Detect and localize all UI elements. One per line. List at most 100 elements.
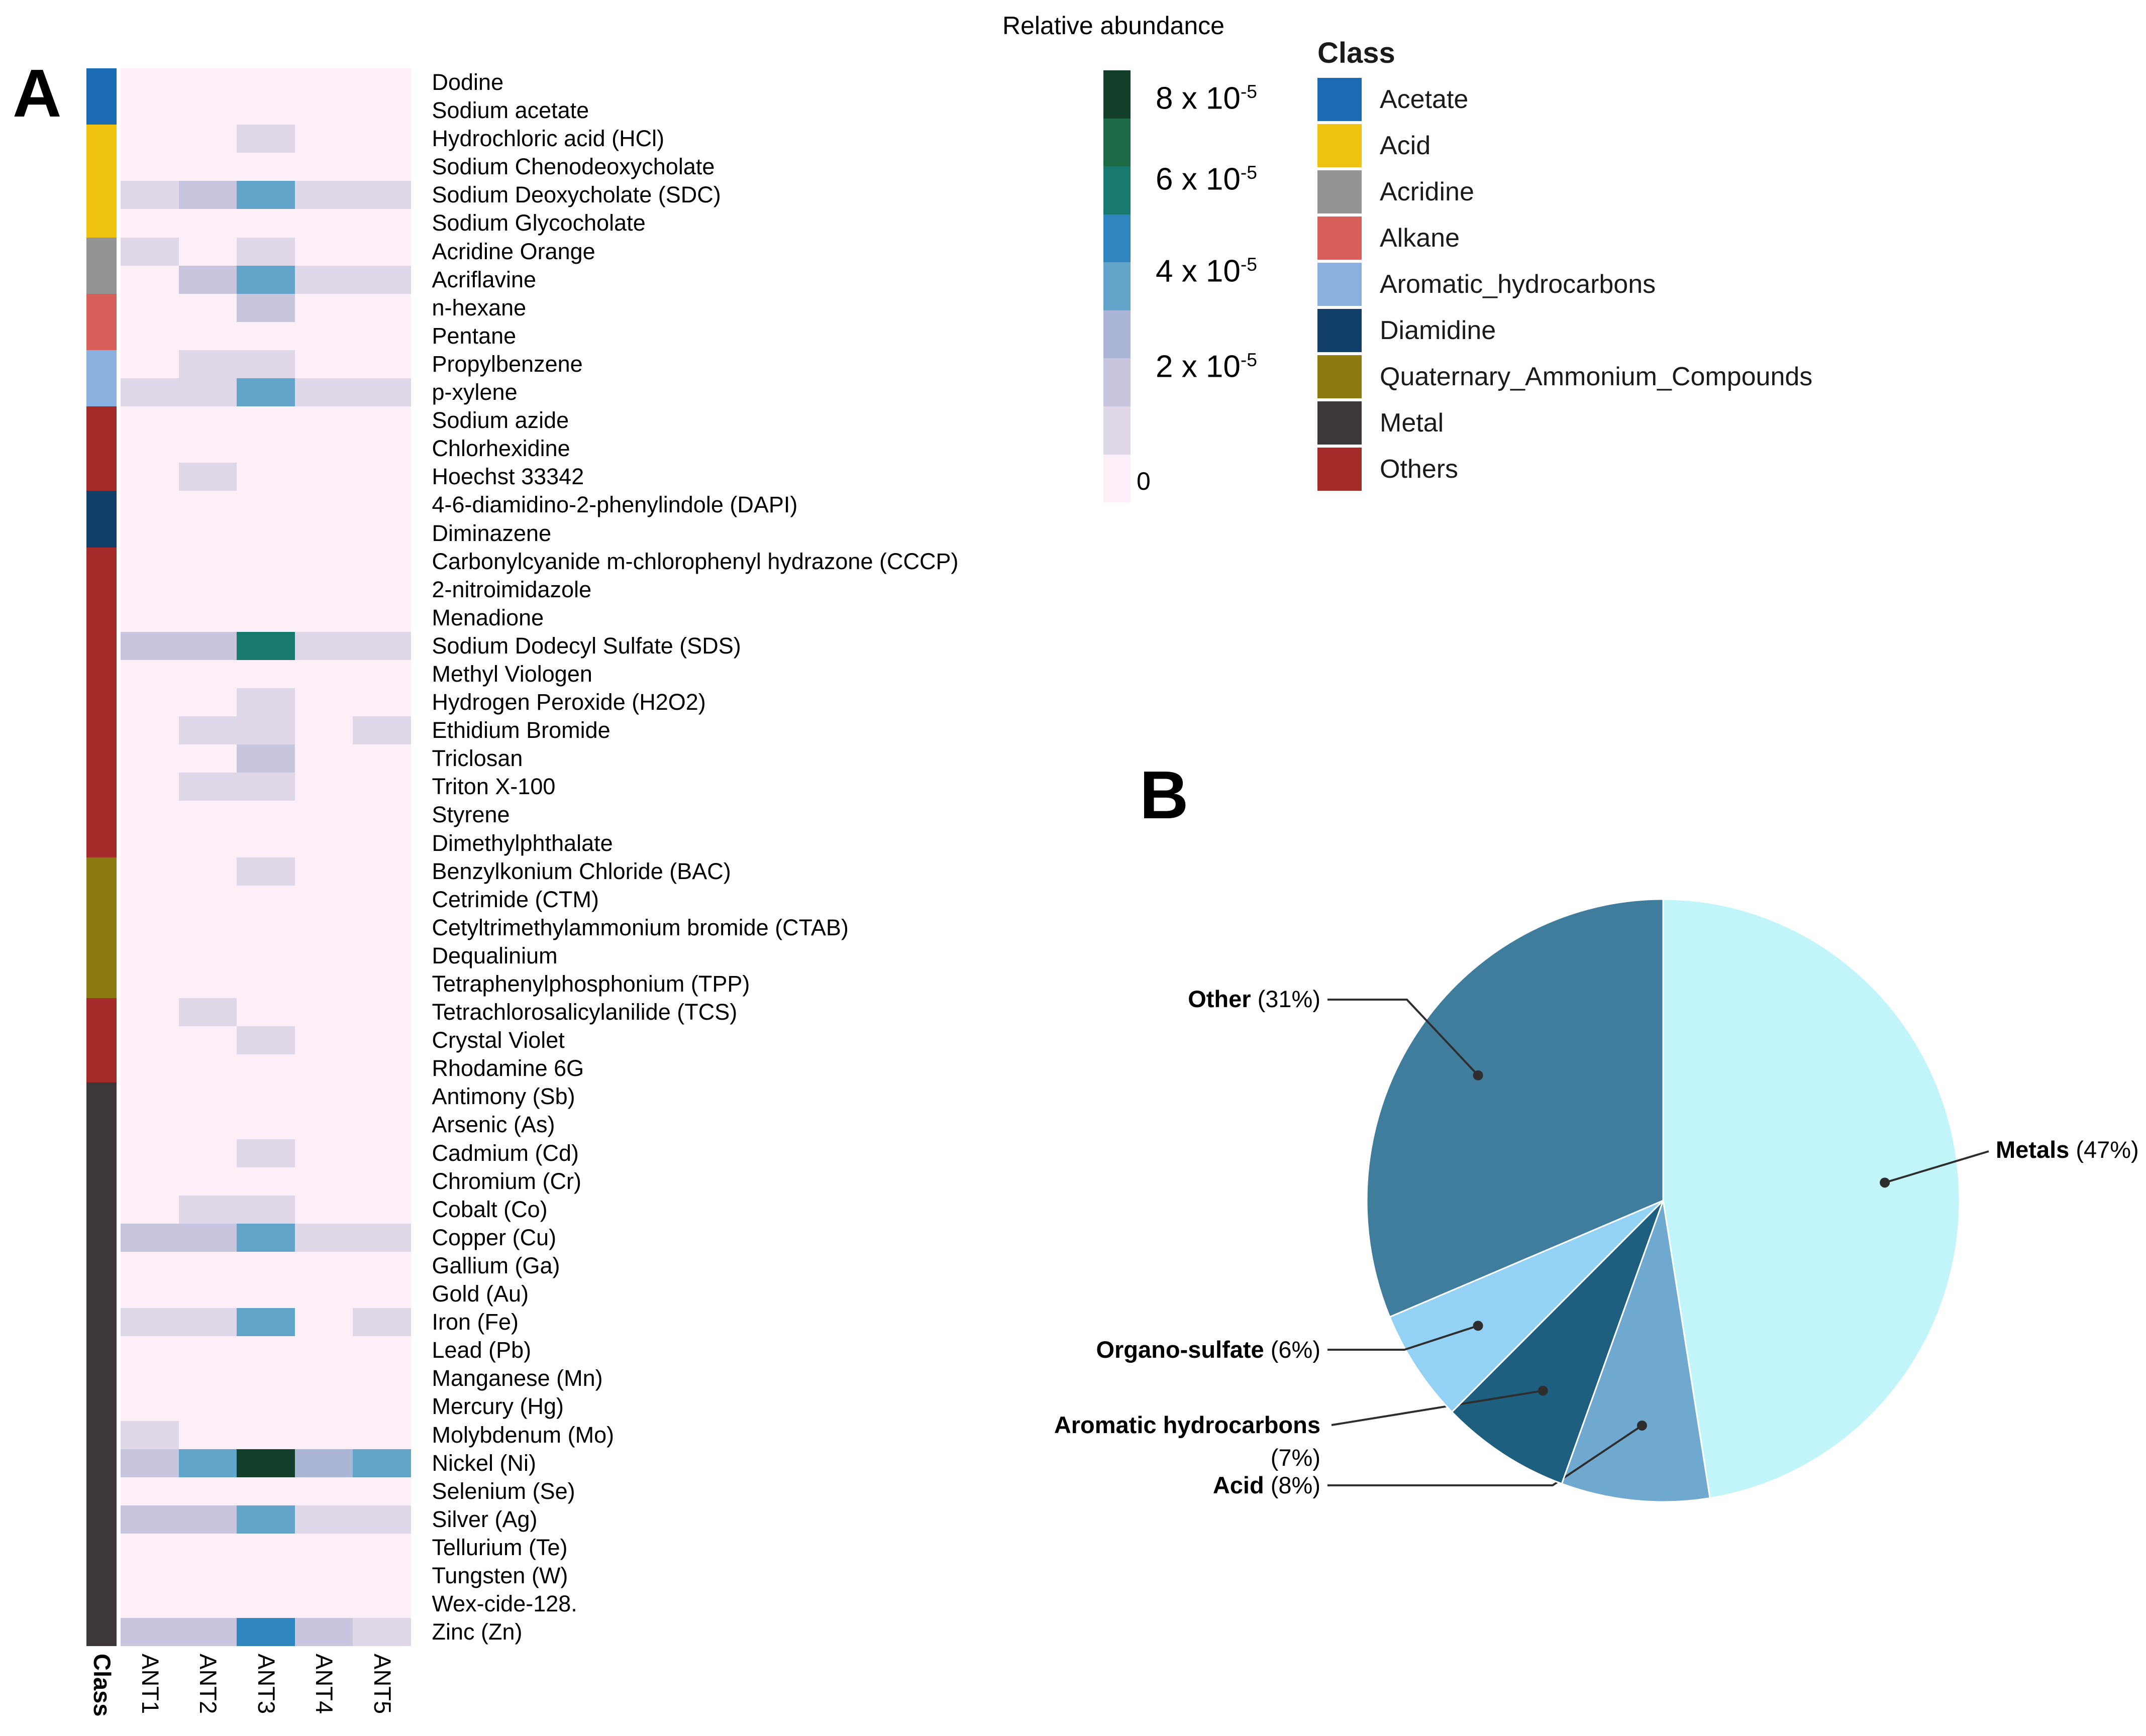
row-class-swatch bbox=[86, 773, 117, 801]
heatmap-row: Gallium (Ga) bbox=[86, 1251, 958, 1280]
heatmap-cell bbox=[237, 209, 295, 238]
heatmap-cell bbox=[294, 435, 353, 463]
heatmap-row: Cobalt (Co) bbox=[86, 1195, 958, 1224]
heatmap-row: Carbonylcyanide m-chlorophenyl hydrazone… bbox=[86, 547, 958, 576]
row-class-swatch bbox=[86, 1167, 117, 1196]
colorbar-segment bbox=[1103, 262, 1131, 310]
heatmap-cell bbox=[121, 885, 179, 914]
heatmap-cell bbox=[121, 1251, 179, 1280]
heatmap-cell bbox=[237, 1533, 295, 1562]
heatmap-cell bbox=[294, 1280, 353, 1309]
heatmap-cell bbox=[178, 1308, 237, 1337]
heatmap-cell bbox=[294, 519, 353, 548]
heatmap-cell bbox=[121, 631, 179, 660]
heatmap-cell bbox=[294, 237, 353, 266]
legend-swatch bbox=[1317, 401, 1362, 445]
heatmap-cell bbox=[121, 1280, 179, 1309]
heatmap-row: Iron (Fe) bbox=[86, 1308, 958, 1337]
pie-leader-dot bbox=[1473, 1321, 1483, 1331]
row-label: Triton X-100 bbox=[432, 774, 556, 800]
heatmap-cell bbox=[121, 1026, 179, 1055]
heatmap-cell bbox=[237, 1026, 295, 1055]
row-class-swatch bbox=[86, 744, 117, 773]
heatmap-row: Tellurium (Te) bbox=[86, 1533, 958, 1562]
row-label: Iron (Fe) bbox=[432, 1309, 519, 1335]
row-label: Nickel (Ni) bbox=[432, 1450, 537, 1476]
legend-item: Quaternary_Ammonium_Compounds bbox=[1317, 354, 1812, 400]
pie-leader-line bbox=[1327, 1425, 1643, 1486]
row-class-swatch bbox=[86, 1111, 117, 1139]
row-label: Gold (Au) bbox=[432, 1281, 529, 1307]
heatmap-cell bbox=[353, 547, 411, 576]
row-label: Mercury (Hg) bbox=[432, 1393, 564, 1420]
legend-swatch bbox=[1317, 263, 1362, 306]
heatmap-cell bbox=[237, 125, 295, 153]
heatmap-cell bbox=[237, 1590, 295, 1618]
row-class-swatch bbox=[86, 998, 117, 1027]
heatmap-cell bbox=[353, 1449, 411, 1477]
pie-leader-dot bbox=[1473, 1070, 1483, 1080]
heatmap-cell bbox=[353, 237, 411, 266]
heatmap-cell bbox=[353, 463, 411, 491]
heatmap-cell bbox=[121, 941, 179, 970]
heatmap-cell bbox=[237, 1336, 295, 1365]
heatmap-cell bbox=[121, 1421, 179, 1449]
row-class-swatch bbox=[86, 1477, 117, 1505]
row-class-swatch bbox=[86, 237, 117, 266]
heatmap-row: Cetyltrimethylammonium bromide (CTAB) bbox=[86, 913, 958, 942]
heatmap-cell bbox=[353, 1421, 411, 1449]
legend-label: Diamidine bbox=[1380, 316, 1496, 345]
heatmap-cell bbox=[178, 1505, 237, 1534]
heatmap-cell bbox=[178, 1280, 237, 1309]
heatmap-cell bbox=[353, 1364, 411, 1393]
colorbar-segment bbox=[1103, 166, 1131, 214]
heatmap-cell bbox=[294, 378, 353, 407]
heatmap-cell bbox=[237, 1449, 295, 1477]
heatmap-cell bbox=[294, 773, 353, 801]
heatmap-cell bbox=[294, 575, 353, 604]
pie-leader-line bbox=[1327, 999, 1479, 1076]
heatmap-cell bbox=[237, 1223, 295, 1252]
heatmap-cell bbox=[237, 1167, 295, 1196]
heatmap-cell bbox=[121, 125, 179, 153]
pie-label: Metals (47%) bbox=[1996, 1136, 2139, 1163]
heatmap-row: 2-nitroimidazole bbox=[86, 575, 958, 604]
row-class-swatch bbox=[86, 1421, 117, 1449]
heatmap-row: Dodine bbox=[86, 68, 958, 97]
heatmap-cell bbox=[178, 1139, 237, 1167]
heatmap-row: Nickel (Ni) bbox=[86, 1449, 958, 1477]
heatmap-cell bbox=[294, 1618, 353, 1647]
heatmap-cell bbox=[294, 1054, 353, 1083]
heatmap-cell bbox=[178, 1082, 237, 1111]
row-class-swatch bbox=[86, 801, 117, 829]
heatmap-row: Hydrochloric acid (HCl) bbox=[86, 125, 958, 153]
heatmap-cell bbox=[353, 1590, 411, 1618]
row-label: Cobalt (Co) bbox=[432, 1196, 548, 1222]
heatmap-cell bbox=[237, 688, 295, 717]
heatmap-row: Methyl Viologen bbox=[86, 660, 958, 689]
heatmap-cell bbox=[178, 1336, 237, 1365]
row-label: Sodium Dodecyl Sulfate (SDS) bbox=[432, 632, 741, 659]
heatmap-cell bbox=[294, 1336, 353, 1365]
pie-slice-other bbox=[1366, 898, 1664, 1318]
heatmap-cell bbox=[178, 970, 237, 999]
legend-label: Acid bbox=[1380, 131, 1431, 160]
heatmap-row: p-xylene bbox=[86, 378, 958, 407]
heatmap-cell bbox=[237, 491, 295, 519]
row-class-swatch bbox=[86, 125, 117, 153]
heatmap-cell bbox=[178, 1364, 237, 1393]
heatmap-cell bbox=[237, 1195, 295, 1224]
heatmap-cell bbox=[237, 857, 295, 886]
pie-leader-dot bbox=[1880, 1177, 1890, 1188]
heatmap-cell bbox=[294, 1421, 353, 1449]
heatmap-cell bbox=[121, 181, 179, 209]
heatmap-cell bbox=[294, 1364, 353, 1393]
heatmap-cell bbox=[121, 603, 179, 632]
heatmap-cell bbox=[237, 941, 295, 970]
row-class-swatch bbox=[86, 1139, 117, 1167]
heatmap-cell bbox=[237, 463, 295, 491]
heatmap-cell bbox=[237, 1280, 295, 1309]
heatmap-cell bbox=[353, 998, 411, 1027]
heatmap-cell bbox=[178, 265, 237, 294]
